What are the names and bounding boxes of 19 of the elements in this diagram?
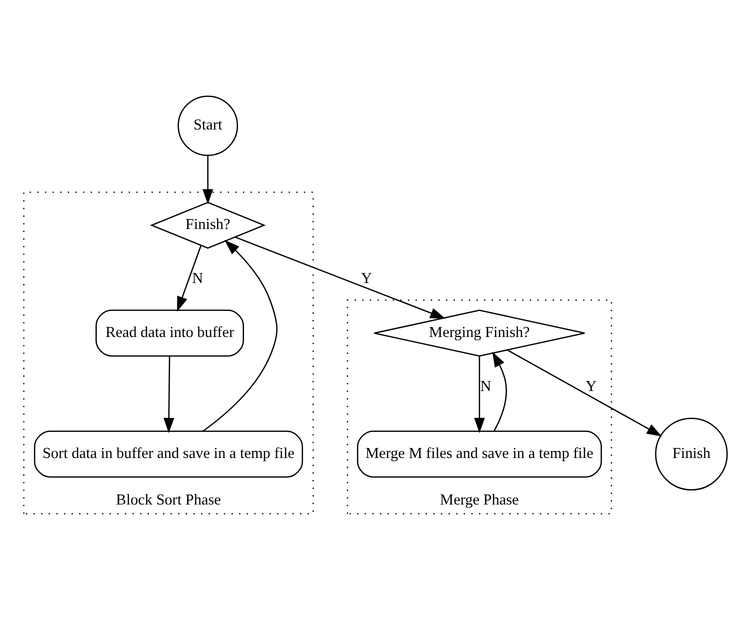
edge-label: Y xyxy=(586,378,597,395)
arrow xyxy=(492,351,507,431)
node-circle: Finish xyxy=(655,417,728,490)
arrow xyxy=(474,356,485,433)
arrow xyxy=(177,244,202,312)
node-diamond: Finish? xyxy=(150,201,266,248)
edge-label: Y xyxy=(360,270,372,287)
arrow xyxy=(202,239,278,432)
edge-label: N xyxy=(192,270,204,287)
arrow xyxy=(164,356,174,433)
node-diamond: Merging Finish? xyxy=(374,309,586,356)
edge-label: N xyxy=(480,378,492,395)
node-box: Read data into buffer xyxy=(96,309,244,356)
node-box: Merge M files and save in a temp file xyxy=(356,430,602,478)
arrow xyxy=(235,236,446,318)
arrow xyxy=(202,155,214,204)
node-circle: Start xyxy=(178,95,238,156)
arrow xyxy=(507,349,662,436)
node-box: Sort data in buffer and save in a temp file xyxy=(34,430,304,478)
